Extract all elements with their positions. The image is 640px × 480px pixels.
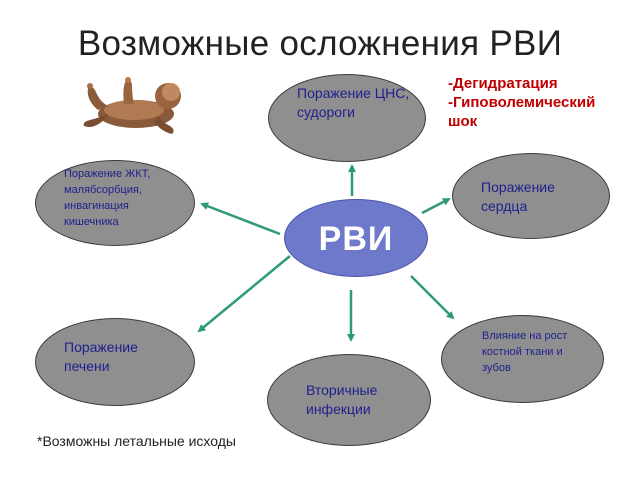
node-growth-line3: зубов bbox=[482, 362, 511, 374]
footnote: *Возможны летальные исходы bbox=[37, 433, 236, 449]
cns-note-1: -Дегидратация bbox=[448, 75, 558, 92]
node-growth: Влияние на рост костной ткани и зубов bbox=[441, 315, 604, 403]
node-gi: Поражение ЖКТ, малябсорбция, инвагинация… bbox=[35, 160, 195, 246]
center-label: РВИ bbox=[318, 220, 394, 258]
node-cns-line1: Поражение ЦНС, bbox=[297, 85, 410, 101]
arrow-to-liver bbox=[197, 255, 291, 333]
node-infections-line2: инфекции bbox=[306, 401, 371, 417]
node-liver-line2: печени bbox=[64, 358, 110, 374]
cns-note-2: -Гиповолемический bbox=[448, 94, 596, 112]
node-gi-line3: инвагинация bbox=[64, 200, 129, 212]
node-gi-line2: малябсорбция, bbox=[64, 184, 142, 196]
node-infections: Вторичные инфекции bbox=[267, 354, 431, 446]
arrow-to-heart bbox=[421, 197, 451, 215]
node-heart-line2: сердца bbox=[481, 198, 528, 214]
node-cns-line2: судороги bbox=[297, 104, 355, 120]
arrow-to-growth bbox=[410, 275, 455, 320]
node-heart-line1: Поражение bbox=[481, 179, 555, 195]
node-growth-line1: Влияние на рост bbox=[482, 330, 568, 342]
node-liver: Поражение печени bbox=[35, 318, 195, 406]
center-node-rvi: РВИ bbox=[284, 199, 428, 277]
infant-photo-icon bbox=[83, 77, 181, 134]
cns-notes: -Дегидратация -Гиповолемический шок bbox=[448, 74, 638, 132]
node-cns: Поражение ЦНС, судороги bbox=[268, 74, 426, 162]
node-heart: Поражение сердца bbox=[452, 153, 610, 239]
arrow-to-gi bbox=[200, 202, 281, 236]
node-gi-line4: кишечника bbox=[64, 216, 119, 228]
node-liver-line1: Поражение bbox=[64, 339, 138, 355]
node-growth-line2: костной ткани и bbox=[482, 346, 563, 358]
node-infections-line1: Вторичные bbox=[306, 382, 378, 398]
node-gi-line1: Поражение ЖКТ, bbox=[64, 168, 151, 180]
cns-note-3: шок bbox=[448, 113, 478, 131]
slide-title: Возможные осложнения РВИ bbox=[77, 24, 563, 63]
